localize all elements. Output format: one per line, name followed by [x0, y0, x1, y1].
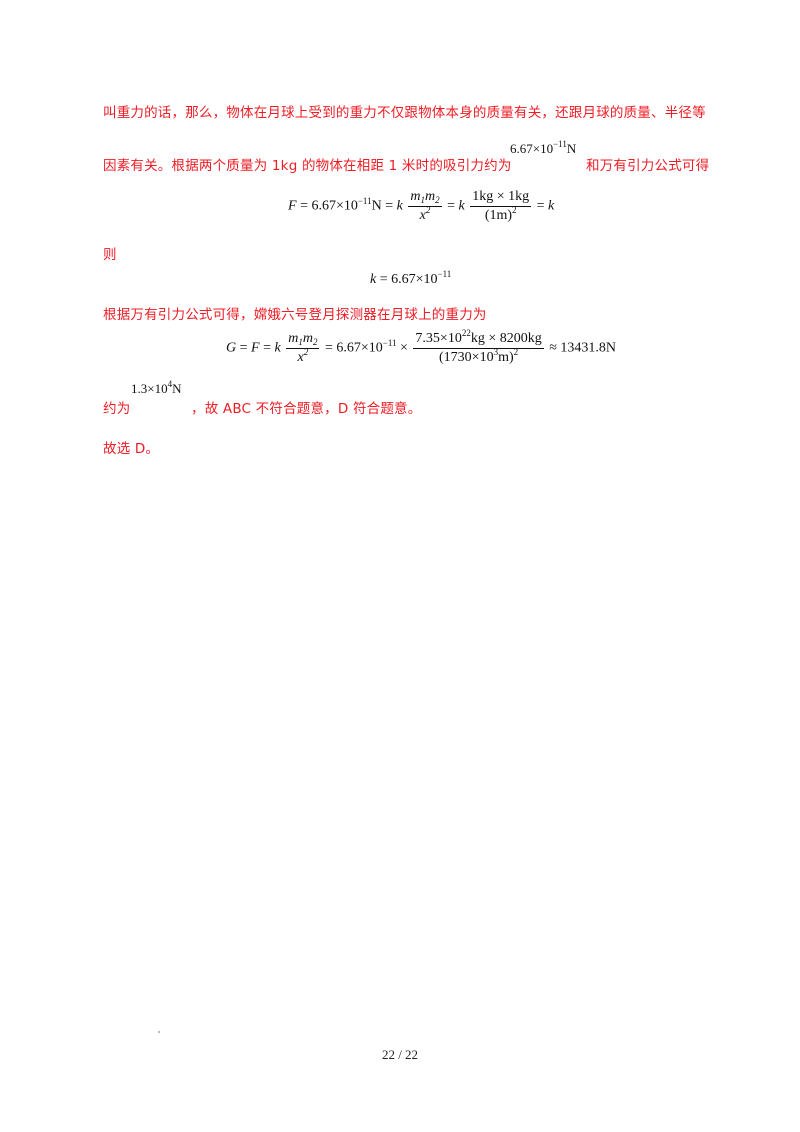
eq2-rhs: = 6.67×10 — [376, 272, 438, 287]
inline-force-unit: N — [566, 141, 577, 156]
eq2-exp: −11 — [437, 269, 452, 279]
stray-dot — [158, 1031, 160, 1033]
equation-force: F = 6.67×10−11N = k m1m2 x2 = k 1kg × 1k… — [288, 189, 554, 224]
eq1-mid: = — [443, 198, 459, 214]
inline-force-value: 6.67×10−11N — [510, 139, 577, 157]
paragraph-line-2-end: 和万有引力公式可得 — [586, 158, 710, 174]
eq1-exp: −11 — [357, 195, 372, 206]
paragraph-then: 则 — [103, 247, 117, 263]
paragraph-line-5-start: 约为 — [103, 401, 131, 417]
eq3-frac-mass-num: m1m2 — [286, 331, 320, 349]
paragraph-line-2-start: 因素有关。根据两个质量为 1kg 的物体在相距 1 米时的吸引力约为 — [103, 158, 512, 174]
eq1-eq: = 6.67×10 — [296, 198, 358, 214]
eq1-frac-mass: m1m2 x2 — [408, 189, 442, 224]
eq1-k2: k — [458, 198, 465, 214]
eq2-lhs: k — [370, 272, 377, 287]
paragraph-line-4: 根据万有引力公式可得，嫦娥六号登月探测器在月球上的重力为 — [103, 307, 487, 323]
inline-force-coeff: 6.67×10 — [510, 141, 554, 156]
inline-approx-value: 1.3×104N — [131, 379, 182, 397]
eq3-times: × — [396, 340, 412, 356]
eq1-unit: N = — [371, 198, 397, 214]
eq3-eq2: = — [259, 340, 275, 356]
eq3-result: ≈ 13431.8N — [545, 340, 617, 356]
equation-k: k = 6.67×10−11 — [370, 269, 452, 288]
inline-approx-unit: N — [172, 381, 182, 396]
eq1-frac-mass-num: m1m2 — [408, 189, 442, 207]
paragraph-line-5-end: ，故 ABC 不符合题意，D 符合题意。 — [191, 401, 422, 417]
eq3-frac-mass-den: x2 — [297, 347, 309, 365]
eq1-lhs: F — [288, 198, 297, 214]
paragraph-line-1: 叫重力的话，那么，物体在月球上受到的重力不仅跟物体本身的质量有关，还跟月球的质量… — [103, 105, 706, 121]
inline-approx-exp: 4 — [167, 379, 173, 389]
eq3-mid: = 6.67×10 — [321, 340, 383, 356]
eq1-end: = — [533, 198, 549, 214]
eq3-k: k — [274, 340, 281, 356]
eq1-frac-mass-den: x2 — [419, 205, 431, 223]
inline-approx-coeff: 1.3×10 — [131, 381, 168, 396]
eq1-frac-kg-num: 1kg × 1kg — [470, 189, 532, 207]
eq3-frac-values: 7.35×1022kg × 8200kg (1730×103m)2 — [413, 328, 544, 366]
eq3-eq1: = — [236, 340, 252, 356]
eq3-lhs: G — [226, 340, 237, 356]
eq3-frac-values-num: 7.35×1022kg × 8200kg — [413, 328, 544, 349]
inline-force-exp: −11 — [553, 139, 567, 149]
eq1-k1: k — [396, 198, 403, 214]
eq1-frac-kg-den: (1m)2 — [484, 205, 517, 223]
eq1-frac-kg: 1kg × 1kg (1m)2 — [470, 189, 532, 224]
eq3-mid-exp: −11 — [382, 337, 397, 348]
eq3-F: F — [251, 340, 260, 356]
eq3-frac-values-den: (1730×103m)2 — [439, 347, 519, 365]
equation-gravity: G = F = k m1m2 x2 = 6.67×10−11 × 7.35×10… — [226, 328, 617, 366]
paragraph-conclusion: 故选 D。 — [103, 441, 160, 457]
eq1-k3: k — [548, 198, 555, 214]
page-number: 22 / 22 — [381, 1047, 419, 1062]
eq3-frac-mass: m1m2 x2 — [286, 331, 320, 366]
